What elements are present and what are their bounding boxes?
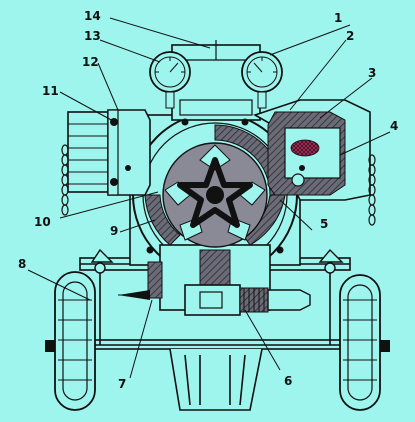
callout-14: 14 [84,9,101,23]
wheel-brackets [90,248,344,274]
right-pressure-gauge [241,51,283,109]
callout-13: 13 [84,29,101,43]
callout-5: 5 [320,217,328,231]
callout-6: 6 [284,374,292,388]
callout-2: 2 [346,29,354,43]
outlet-assembly [253,99,376,226]
impeller [162,142,268,248]
left-wheel [45,271,96,411]
inlet-flange [61,109,151,216]
callout-11: 11 [42,84,59,98]
callout-7: 7 [118,377,126,391]
right-wheel [339,274,390,411]
callout-8: 8 [18,257,26,271]
callout-12: 12 [82,55,99,69]
callout-labels: 1 2 3 4 5 6 7 8 9 10 11 12 13 14 [18,9,398,391]
callout-1: 1 [334,11,342,25]
bolts [125,118,305,254]
callout-9: 9 [110,224,118,238]
valve-housing [118,284,311,316]
callout-3: 3 [368,66,376,80]
leader-lines [27,17,391,379]
callout-4: 4 [390,119,398,133]
callout-10: 10 [34,215,51,229]
